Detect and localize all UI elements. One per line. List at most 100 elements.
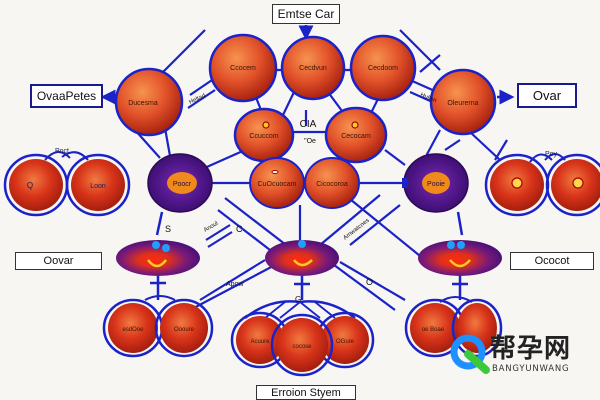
cell-label: Cecdvun bbox=[299, 65, 327, 72]
connector-lines bbox=[134, 29, 508, 311]
cell-left-pair-a[interactable] bbox=[9, 159, 63, 211]
nucleus bbox=[572, 177, 584, 189]
blue-dot bbox=[447, 241, 455, 249]
cell-label: Acuure bbox=[250, 339, 270, 345]
cell-membrane bbox=[451, 298, 503, 358]
bottom-left-pair: esdOoe Oooure bbox=[102, 295, 214, 358]
bottom-title: Erroion Styem bbox=[271, 386, 341, 399]
side-label-text: Ovar bbox=[532, 88, 562, 103]
cell-membrane bbox=[270, 313, 334, 377]
cell-bottom-left-a[interactable] bbox=[108, 303, 158, 353]
cell-label: Cicocoroa bbox=[316, 181, 348, 188]
side-label-top-left: OvaaPetes bbox=[30, 84, 103, 108]
cell-label: Loon bbox=[90, 183, 106, 190]
right-oocyte-pair: Poy bbox=[484, 151, 600, 217]
connector-label: Hultsn bbox=[419, 92, 437, 104]
connector bbox=[399, 29, 441, 71]
watermark: 帮孕网 BANGYUNWANG bbox=[448, 326, 598, 386]
cell-label: CuOcuocam bbox=[258, 181, 297, 188]
pair-label: Poct bbox=[55, 148, 69, 155]
blue-dot bbox=[457, 241, 465, 249]
cell-bottom-center-b[interactable] bbox=[276, 318, 328, 372]
connector bbox=[224, 197, 291, 249]
connector bbox=[329, 261, 396, 311]
follicle-disc-left[interactable] bbox=[116, 240, 200, 276]
diagram-title: Emtse Car bbox=[277, 7, 335, 21]
follicle-disc-center[interactable] bbox=[265, 240, 339, 276]
side-label-text: Oovar bbox=[43, 255, 74, 267]
center-annotation: "Oe bbox=[304, 138, 316, 145]
connector-label: Anoul bbox=[203, 221, 219, 234]
cell-label: esdOoe bbox=[122, 327, 144, 333]
side-label-text: OvaaPetes bbox=[36, 89, 97, 103]
connector bbox=[419, 54, 441, 73]
cell-center-right[interactable] bbox=[324, 106, 388, 164]
cell-membrane bbox=[154, 298, 214, 358]
connector bbox=[189, 77, 216, 96]
follicle-arc bbox=[147, 259, 167, 268]
connector bbox=[494, 139, 508, 161]
top-row-cells: Ccocem Cecdvun Cecdoom bbox=[208, 33, 417, 103]
cell-label: Cecdoom bbox=[368, 65, 398, 72]
connector bbox=[424, 129, 441, 159]
side-label-mid-right: Ococot bbox=[510, 252, 594, 270]
cell-label: Ccocem bbox=[230, 65, 256, 72]
connector bbox=[189, 264, 276, 311]
purple-cells: Poocr Pooie bbox=[147, 153, 469, 213]
connector-label: G bbox=[295, 295, 301, 304]
connector bbox=[349, 204, 401, 246]
pair-label: Poy bbox=[545, 151, 558, 158]
connector-label: C bbox=[236, 224, 243, 234]
cell-middle-right[interactable] bbox=[304, 157, 360, 209]
purple-cell-core bbox=[167, 172, 197, 194]
connector bbox=[384, 149, 406, 166]
connector bbox=[319, 194, 381, 246]
connector bbox=[199, 148, 246, 172]
cell-bottom-right-a[interactable] bbox=[410, 303, 460, 353]
connector bbox=[207, 231, 233, 248]
nucleus-dot bbox=[351, 121, 359, 129]
blue-dot bbox=[298, 240, 306, 248]
cell-label: cocose bbox=[292, 344, 312, 350]
connector bbox=[163, 127, 172, 157]
connector bbox=[339, 261, 406, 301]
cell-bottom-left-b[interactable] bbox=[160, 303, 208, 353]
follicle-disc-right[interactable] bbox=[418, 240, 502, 276]
cell-label: OGure bbox=[336, 339, 355, 345]
cell-label: Oleurerna bbox=[447, 100, 478, 107]
watermark-chinese: 帮孕网 bbox=[490, 334, 572, 364]
connector bbox=[187, 89, 216, 109]
cell-left-pair-b[interactable] bbox=[71, 159, 125, 211]
upper-side-cells: Ducesma Oleurerna bbox=[114, 67, 497, 137]
connector bbox=[217, 209, 271, 251]
cell-top-right[interactable] bbox=[349, 34, 417, 102]
side-label-mid-left: Oovar bbox=[15, 252, 102, 270]
blue-dot bbox=[162, 244, 170, 252]
nucleus-dot bbox=[271, 170, 279, 174]
cell-label: Pooie bbox=[427, 181, 445, 188]
cell-bottom-center-c[interactable] bbox=[321, 316, 369, 364]
center-cells: Ccuccom Cecocam CIA "Oe bbox=[233, 106, 388, 164]
cell-upper-right[interactable] bbox=[429, 68, 497, 136]
connector bbox=[444, 139, 461, 151]
stem-left bbox=[155, 211, 164, 236]
side-label-top-right: Ovar bbox=[517, 83, 577, 108]
cell-top-center[interactable] bbox=[280, 35, 346, 101]
cell-label: Q bbox=[27, 181, 33, 190]
cell-membrane bbox=[65, 153, 131, 217]
cell-label: Ccuccom bbox=[249, 133, 278, 140]
connector-marker bbox=[402, 178, 408, 188]
cell-label: Ducesma bbox=[128, 100, 158, 107]
cell-top-left[interactable] bbox=[208, 33, 278, 103]
cell-label: Oooure bbox=[174, 327, 195, 333]
cell-label: Cecocam bbox=[341, 133, 371, 140]
bottom-center-triple: Acuure OGure cocose bbox=[230, 300, 375, 377]
middle-pair-cells: CuOcuocam Cicocoroa bbox=[249, 157, 360, 209]
side-label-text: Ococot bbox=[534, 255, 570, 267]
connector bbox=[159, 29, 206, 76]
connector-label: S bbox=[165, 224, 171, 234]
cell-upper-left[interactable] bbox=[114, 67, 184, 137]
triple-mesh bbox=[264, 301, 336, 319]
follicle-arc bbox=[293, 259, 313, 267]
